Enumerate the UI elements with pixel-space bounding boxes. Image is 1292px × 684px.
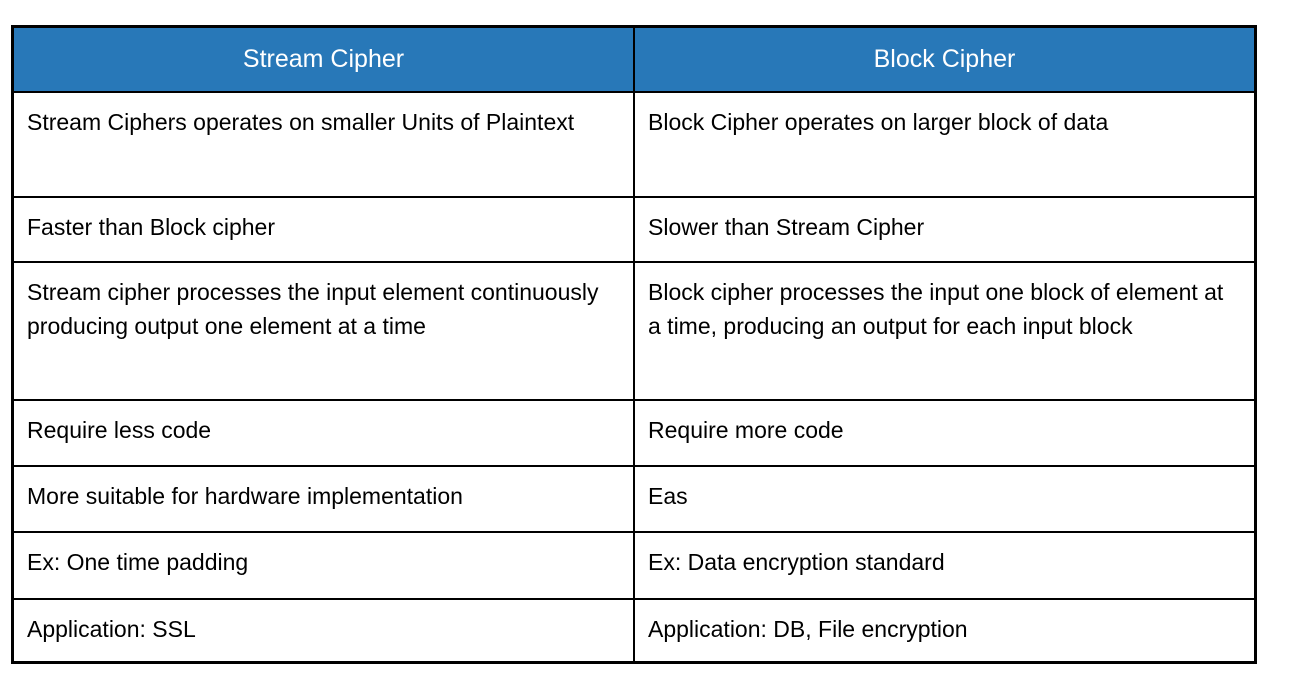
table-row: Ex: One time padding Ex: Data encryption…: [11, 530, 1257, 600]
table-cell-stream: Faster than Block cipher: [11, 195, 635, 263]
table-cell-stream: Ex: One time padding: [11, 530, 635, 600]
table-row: Stream cipher processes the input elemen…: [11, 260, 1257, 401]
column-header-stream-cipher: Stream Cipher: [11, 25, 635, 93]
table-cell-block: Block Cipher operates on larger block of…: [633, 90, 1257, 198]
comparison-table: Stream Cipher Block Cipher Stream Cipher…: [11, 25, 1257, 664]
table-cell-stream: Stream cipher processes the input elemen…: [11, 260, 635, 401]
table-row: Require less code Require more code: [11, 398, 1257, 467]
table-row: More suitable for hardware implementatio…: [11, 464, 1257, 533]
table-cell-stream: Application: SSL: [11, 597, 635, 664]
table-cell-block: Block cipher processes the input one blo…: [633, 260, 1257, 401]
table-row: Faster than Block cipher Slower than Str…: [11, 195, 1257, 263]
table-cell-stream: More suitable for hardware implementatio…: [11, 464, 635, 533]
table-cell-block: Slower than Stream Cipher: [633, 195, 1257, 263]
table-cell-stream: Stream Ciphers operates on smaller Units…: [11, 90, 635, 198]
table-cell-block: Ex: Data encryption standard: [633, 530, 1257, 600]
table-row: Stream Ciphers operates on smaller Units…: [11, 90, 1257, 198]
table-row: Application: SSL Application: DB, File e…: [11, 597, 1257, 664]
table-cell-stream: Require less code: [11, 398, 635, 467]
table-cell-block: Application: DB, File encryption: [633, 597, 1257, 664]
table-cell-block: Eas: [633, 464, 1257, 533]
table-cell-block: Require more code: [633, 398, 1257, 467]
column-header-block-cipher: Block Cipher: [633, 25, 1257, 93]
table-header-row: Stream Cipher Block Cipher: [11, 25, 1257, 93]
